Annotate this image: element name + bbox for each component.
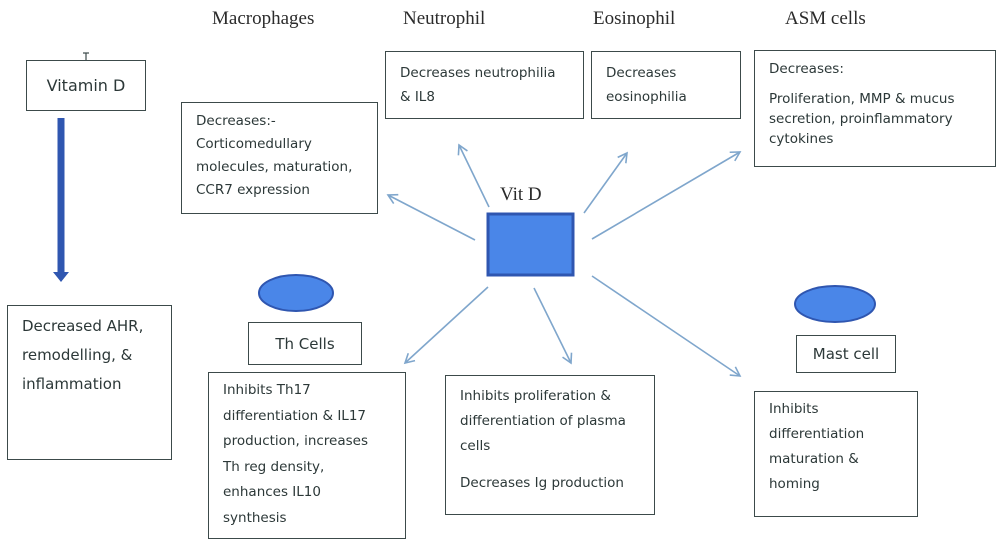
th-cells-effect-line: enhances IL10 — [223, 484, 321, 500]
macrophages-effect-box: Decreases:- Corticomedullary molecules, … — [181, 102, 378, 214]
heading-eosinophil: Eosinophil — [593, 8, 676, 29]
th-cell-oval-icon — [258, 274, 334, 312]
arrow-to-plasma — [533, 287, 573, 365]
vit-d-center-node — [486, 212, 575, 277]
vitamin-d-label: Vitamin D — [46, 75, 126, 95]
neutrophil-effect-box: Decreases neutrophilia & IL8 — [385, 51, 584, 119]
th-cells-effect-line: Th reg density, — [223, 458, 325, 475]
mast-cell-label: Mast cell — [812, 345, 880, 363]
vitamin-d-down-arrowhead — [53, 272, 69, 282]
mast-effect-line: homing — [769, 476, 820, 492]
asm-effect-line: secretion, proinflammatory — [769, 111, 953, 127]
th-cells-effect-line: Inhibits Th17 — [223, 382, 311, 398]
macrophages-effect-line: molecules, maturation, — [196, 159, 353, 175]
vit-d-center-label: Vit D — [500, 184, 542, 205]
plasma-effect-extra: Decreases Ig production — [460, 475, 624, 491]
outcome-line: inflammation — [22, 375, 122, 393]
asm-effect-line: cytokines — [769, 131, 834, 147]
arrow-to-mast-cell — [591, 275, 742, 377]
plasma-effect-line: differentiation of plasma — [460, 413, 626, 429]
plasma-effect-line: Inhibits proliferation & — [460, 388, 611, 404]
eosinophil-effect-box: Decreases eosinophilia — [591, 51, 741, 119]
arrow-to-macrophages — [386, 193, 476, 241]
mast-effect-line: Inhibits — [769, 401, 819, 417]
asm-effect-box: Decreases: Proliferation, MMP & mucus se… — [754, 50, 996, 167]
macrophages-effect-line: Decreases:- — [196, 113, 276, 129]
spacer — [769, 79, 995, 89]
arrow-to-asm — [591, 151, 742, 240]
plasma-effect-line: cells — [460, 438, 491, 454]
th-cells-label-box: Th Cells — [248, 322, 362, 365]
th-cells-label: Th Cells — [275, 334, 335, 353]
mast-effect-line: differentiation — [769, 426, 865, 442]
heading-macrophages: Macrophages — [212, 8, 315, 29]
neutrophil-effect-line: Decreases neutrophilia — [400, 65, 556, 81]
th-cells-effect-line: production, increases — [223, 433, 369, 449]
mast-effect-line: maturation & — [769, 451, 859, 467]
eosinophil-effect-line: eosinophilia — [606, 89, 687, 105]
arrow-to-neutrophil — [457, 143, 490, 208]
plasma-cell-effect-box: Inhibits proliferation & differentiation… — [445, 375, 655, 515]
asm-effect-title: Decreases: — [769, 61, 844, 77]
th-cells-effect-line: differentiation & IL17 — [223, 407, 367, 424]
spacer — [460, 459, 654, 471]
mast-cell-oval-icon — [794, 285, 876, 323]
th-cells-effect-box: Inhibits Th17 differentiation & IL17 pro… — [208, 372, 406, 539]
arrow-to-th-cells — [403, 286, 489, 365]
macrophages-effect-line: CCR7 expression — [196, 182, 310, 198]
th-cells-effect-line: synthesis — [223, 509, 287, 526]
outcome-line: Decreased AHR, — [22, 317, 144, 335]
asm-effect-line: Proliferation, MMP & mucus — [769, 91, 955, 107]
heading-asm-cells: ASM cells — [785, 8, 866, 29]
mast-cell-label-box: Mast cell — [796, 335, 896, 373]
macrophages-effect-line: Corticomedullary — [196, 136, 312, 152]
outcome-line: remodelling, & — [22, 346, 133, 364]
neutrophil-effect-line: & IL8 — [400, 89, 435, 105]
outcome-box: Decreased AHR, remodelling, & inflammati… — [7, 305, 172, 460]
heading-neutrophil: Neutrophil — [403, 8, 486, 29]
eosinophil-effect-line: Decreases — [606, 65, 677, 81]
vitamin-d-box: Vitamin D — [26, 60, 146, 111]
mast-cell-effect-box: Inhibits differentiation maturation & ho… — [754, 391, 918, 517]
arrow-to-eosinophil — [583, 151, 628, 214]
